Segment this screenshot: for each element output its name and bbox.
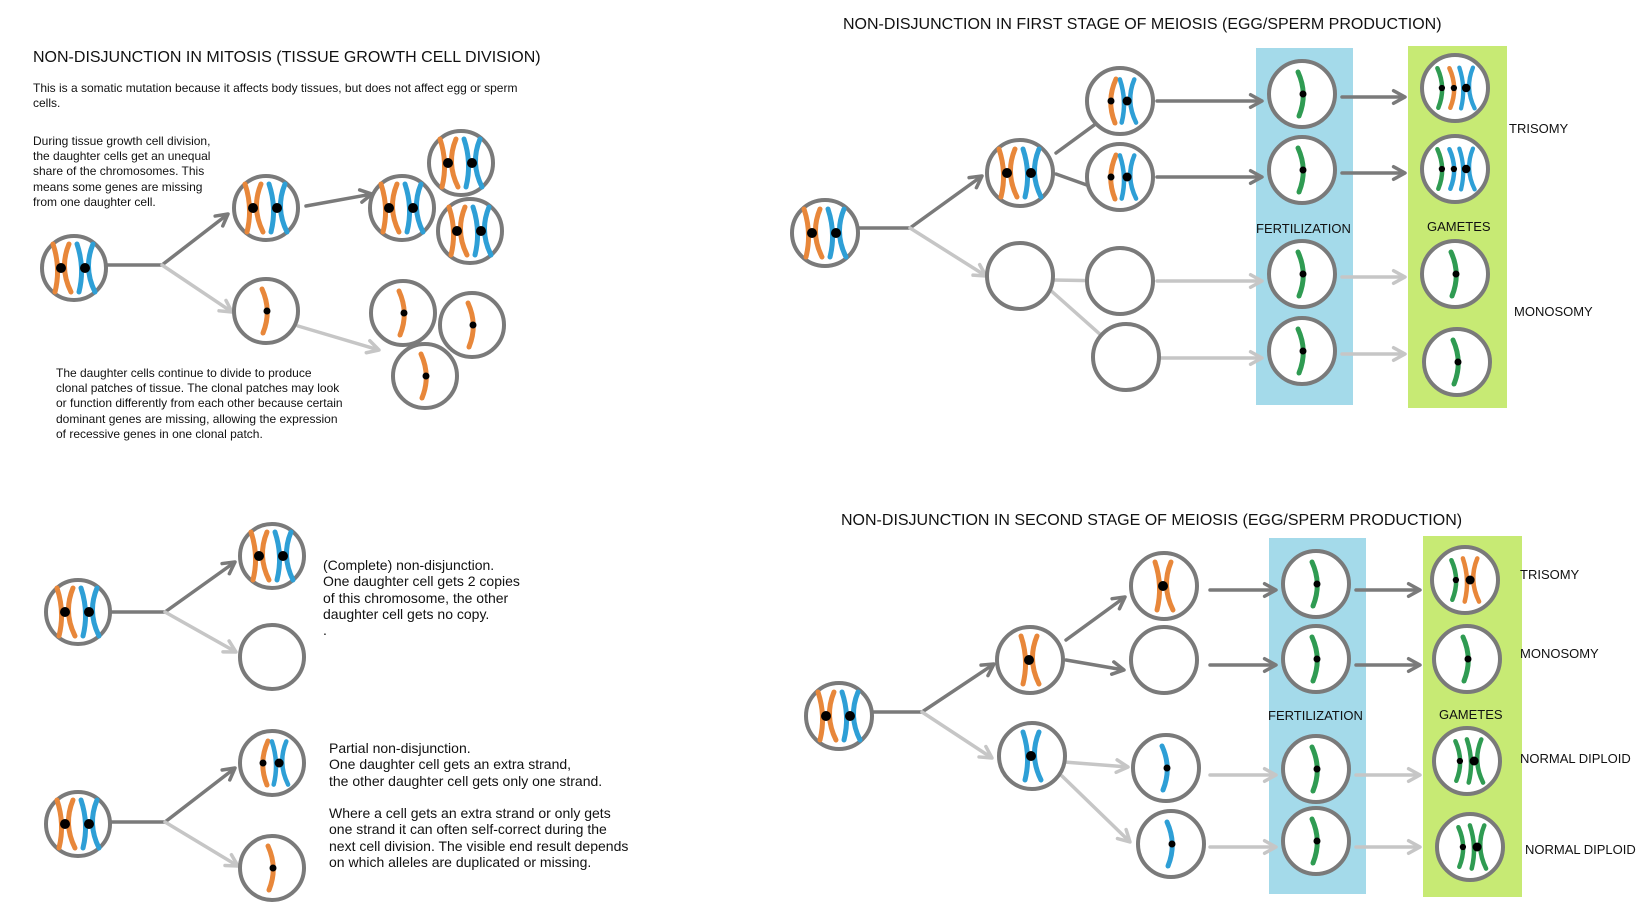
partial-branch-arrow-up <box>163 766 237 824</box>
meiosis1-parent-cell <box>790 198 860 268</box>
meiosis1-arrow-to-fertilization-3 <box>1155 273 1264 289</box>
meiosis2-branch-arrow-down <box>920 710 994 760</box>
mitosis-title: NON-DISJUNCTION IN MITOSIS (TISSUE GROWT… <box>33 49 541 66</box>
mitosis-clone-arrow-partial <box>296 324 381 355</box>
meiosis2-arrow-to-gamete-4 <box>1060 774 1132 844</box>
meiosis1-fertilization-cell-3 <box>1267 239 1337 309</box>
meiosis2-fertilization-cell-1 <box>1281 549 1351 619</box>
mitosis-division-note: During tissue growth cell division, the … <box>33 134 211 209</box>
meiosis1-daughter-full <box>985 138 1055 208</box>
meiosis2-arrow-to-gamete-2 <box>1064 658 1126 676</box>
mitosis-clone-partial-2 <box>438 291 506 359</box>
meiosis2-gametes-label: GAMETES <box>1439 707 1503 722</box>
meiosis2-gamete-2 <box>1129 625 1199 695</box>
meiosis1-fertilization-cell-2 <box>1267 135 1337 205</box>
meiosis2-parent-cell <box>804 681 874 751</box>
meiosis2-arrow-to-result-1 <box>1354 582 1422 598</box>
meiosis1-arrow-to-fertilization-4 <box>1155 350 1264 366</box>
mitosis-clone-full-3 <box>436 197 504 265</box>
partial-daughter-one-strand <box>238 834 306 902</box>
meiosis2-arrow-to-result-3 <box>1354 767 1422 783</box>
partial-nondisjunction-note: Partial non-disjunction. One daughter ce… <box>329 740 629 871</box>
meiosis1-result-monosomy-2 <box>1422 327 1492 397</box>
complete-daughter-two-copies <box>238 522 306 590</box>
meiosis2-arrow-to-fertilization-2 <box>1208 657 1278 673</box>
meiosis2-fertilization-label: FERTILIZATION <box>1268 708 1363 723</box>
meiosis1-outcome-trisomy: TRISOMY <box>1509 121 1569 136</box>
meiosis1-result-monosomy-1 <box>1420 239 1490 309</box>
meiosis2-daughter-orange <box>995 625 1065 695</box>
meiosis2-daughter-blue <box>997 721 1067 791</box>
partial-parent-cell <box>44 790 112 858</box>
meiosis1-arrow-to-result-1 <box>1340 89 1407 105</box>
meiosis1-arrow-to-fertilization-2 <box>1155 169 1264 185</box>
meiosis2-arrow-to-fertilization-1 <box>1208 582 1278 598</box>
meiosis2-branch-arrow-up <box>920 662 996 714</box>
meiosis2-outcome-trisomy: TRISOMY <box>1520 567 1580 582</box>
meiosis2-outcome-monosomy: MONOSOMY <box>1520 646 1599 661</box>
meiosis2-result-normal-diploid-1 <box>1432 726 1502 796</box>
meiosis2-arrow-to-gamete-3 <box>1062 758 1130 775</box>
complete-nondisjunction-note: (Complete) non-disjunction. One daughter… <box>323 557 520 639</box>
meiosis2-gamete-1 <box>1129 551 1199 621</box>
complete-parent-cell <box>44 578 112 646</box>
mitosis-clone-partial-3 <box>391 342 459 410</box>
meiosis1-outcome-monosomy: MONOSOMY <box>1514 304 1593 319</box>
meiosis2-outcome-normal-diploid-2: NORMAL DIPLOID <box>1525 842 1636 857</box>
meiosis2-fertilization-cell-2 <box>1281 624 1351 694</box>
meiosis1-result-trisomy-1 <box>1420 53 1490 123</box>
meiosis2-arrow-to-fertilization-3 <box>1208 767 1278 783</box>
mitosis-branch-arrow-down <box>160 263 234 314</box>
meiosis1-fertilization-cell-4 <box>1267 316 1337 386</box>
meiosis2-result-normal-diploid-2 <box>1435 812 1505 882</box>
meiosis1-gametes-label: GAMETES <box>1427 219 1491 234</box>
meiosis1-gamete-4 <box>1091 322 1161 392</box>
meiosis1-branch-arrow-up <box>908 174 984 230</box>
mitosis-parent-cell <box>40 234 108 302</box>
meiosis2-arrow-to-result-4 <box>1354 839 1422 855</box>
mitosis-daughter-full <box>232 174 300 242</box>
partial-daughter-extra-strand <box>238 729 306 797</box>
meiosis1-title: NON-DISJUNCTION IN FIRST STAGE OF MEIOSI… <box>843 16 1442 33</box>
meiosis2-arrow-to-result-2 <box>1354 657 1422 673</box>
meiosis2-fertilization-cell-4 <box>1281 806 1351 876</box>
mitosis-clone-full-1 <box>368 174 436 242</box>
meiosis2-arrow-to-gamete-1 <box>1064 595 1127 642</box>
mitosis-clonal-note: The daughter cells continue to divide to… <box>56 366 343 441</box>
mitosis-clone-partial-1 <box>369 279 437 347</box>
meiosis2-gamete-4 <box>1136 809 1206 879</box>
meiosis2-arrow-to-fertilization-4 <box>1208 839 1278 855</box>
meiosis2-title: NON-DISJUNCTION IN SECOND STAGE OF MEIOS… <box>841 512 1463 529</box>
meiosis2-gamete-3 <box>1131 733 1201 803</box>
mitosis-daughter-partial <box>232 277 300 345</box>
meiosis1-gamete-3 <box>1085 246 1155 316</box>
meiosis2-result-monosomy <box>1432 624 1502 694</box>
meiosis1-gamete-2 <box>1085 142 1155 212</box>
meiosis1-arrow-to-result-3 <box>1340 269 1407 285</box>
partial-branch-arrow-down <box>163 820 240 868</box>
mitosis-branch-arrow-up <box>160 212 230 267</box>
meiosis1-daughter-empty <box>985 241 1055 311</box>
meiosis1-arrow-to-result-2 <box>1340 165 1407 181</box>
meiosis1-arrow-to-fertilization-1 <box>1155 93 1264 109</box>
meiosis1-fertilization-cell-1 <box>1267 59 1337 129</box>
complete-daughter-empty <box>238 623 306 691</box>
meiosis2-result-trisomy <box>1430 545 1500 615</box>
meiosis1-result-trisomy-2 <box>1420 134 1490 204</box>
meiosis1-arrow-to-result-4 <box>1340 346 1407 362</box>
mitosis-intro-text: This is a somatic mutation because it af… <box>33 81 518 111</box>
meiosis2-outcome-normal-diploid-1: NORMAL DIPLOID <box>1520 751 1631 766</box>
complete-branch-arrow-down <box>163 610 238 654</box>
complete-branch-arrow-up <box>163 560 237 614</box>
meiosis1-gamete-1 <box>1085 66 1155 136</box>
meiosis1-fertilization-label: FERTILIZATION <box>1256 221 1351 236</box>
meiosis2-fertilization-cell-3 <box>1281 734 1351 804</box>
mitosis-clone-full-2 <box>427 129 495 197</box>
